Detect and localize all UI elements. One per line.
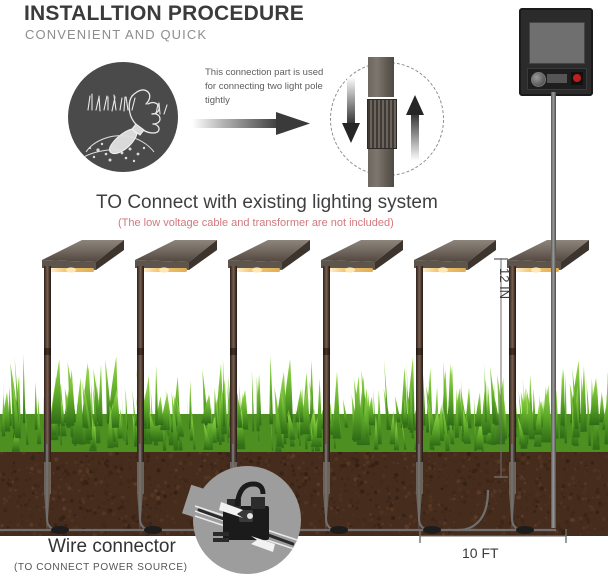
transformer-box-icon xyxy=(519,8,593,96)
wire-connector-sublabel: (TO CONNECT POWER SOURCE) xyxy=(14,562,188,573)
right-gradient-arrow-icon xyxy=(192,108,312,138)
path-light-icon xyxy=(38,238,130,532)
lamp-head-icon xyxy=(414,240,496,273)
spacing-dimension-label: 10 FT xyxy=(462,545,499,561)
wire-connector-label: Wire connector xyxy=(48,536,176,557)
connector-sleeve-icon xyxy=(367,99,397,149)
readout-icon xyxy=(547,74,567,83)
lamp-pole xyxy=(509,266,516,470)
pole-connector-joint xyxy=(416,348,423,355)
lamp-pole xyxy=(44,266,51,470)
wire-connector-clamp-icon xyxy=(193,466,301,574)
lamp-head-icon xyxy=(42,240,124,273)
pole-connector-joint xyxy=(323,348,330,355)
control-panel xyxy=(527,68,587,90)
path-light-icon xyxy=(131,238,223,532)
height-dimension-line xyxy=(494,258,508,478)
lamp-pole xyxy=(137,266,144,470)
lamp-pole xyxy=(323,266,330,470)
pole-segment-top xyxy=(368,57,394,97)
up-arrow-icon xyxy=(406,95,424,161)
dial-knob-icon xyxy=(531,72,546,87)
lamp-pole xyxy=(416,266,423,470)
below-ground-whitespace xyxy=(0,536,608,588)
lamp-head-icon xyxy=(507,240,589,273)
pole-connector-joint xyxy=(509,348,516,355)
pole-connector-joint xyxy=(44,348,51,355)
path-light-icon xyxy=(503,238,595,532)
lamp-head-icon xyxy=(135,240,217,273)
pole-connector-detail xyxy=(330,57,444,187)
section-disclaimer: (The low voltage cable and transformer a… xyxy=(118,217,394,229)
lamp-head-icon xyxy=(228,240,310,273)
path-light-icon xyxy=(317,238,409,532)
down-arrow-icon xyxy=(342,77,360,143)
page-subtitle: CONVENIENT AND QUICK xyxy=(25,27,208,42)
display-panel-icon xyxy=(529,22,585,64)
path-light-icon xyxy=(410,238,502,532)
connection-note-text: This connection part is used for connect… xyxy=(205,67,324,106)
lamp-head-icon xyxy=(321,240,403,273)
transformer-mounting-post xyxy=(551,92,556,528)
path-light-icon xyxy=(224,238,316,532)
red-indicator-icon xyxy=(571,72,583,85)
spacing-dimension-line xyxy=(419,529,567,543)
section-heading: TO Connect with existing lighting system xyxy=(96,192,438,213)
pole-connector-joint xyxy=(137,348,144,355)
lamp-pole xyxy=(230,266,237,470)
pole-segment-bottom xyxy=(368,149,394,187)
page-title: INSTALLTION PROCEDURE xyxy=(24,2,304,25)
pole-connector-joint xyxy=(230,348,237,355)
height-dimension-label: 12 IN xyxy=(497,268,512,300)
hand-trowel-digging-icon xyxy=(68,62,178,172)
